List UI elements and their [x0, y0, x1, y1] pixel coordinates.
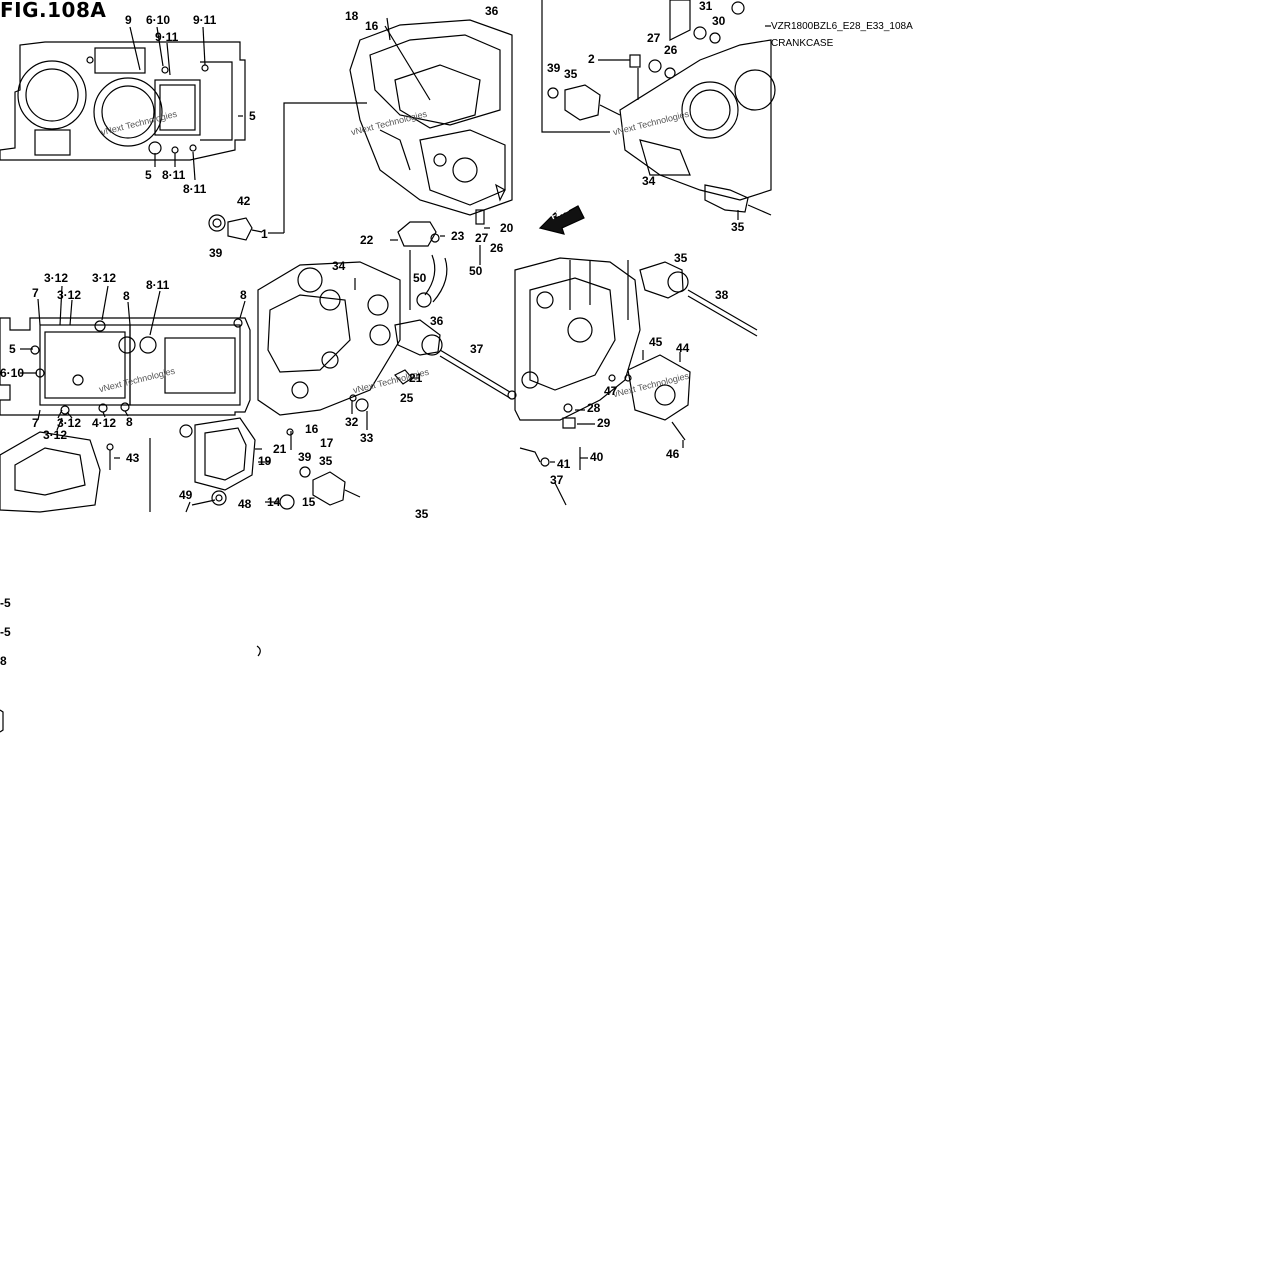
callout-label: 8: [0, 654, 7, 668]
callout-label: 3·12: [43, 428, 68, 442]
callout-label: 8: [126, 415, 133, 429]
callout-label: 21: [273, 442, 287, 456]
callout-label: 37: [470, 342, 484, 356]
callout-label: 44: [676, 341, 690, 355]
callout-label: 35: [319, 454, 333, 468]
callout-label: 41: [557, 457, 571, 471]
section-name: CRANKCASE: [771, 38, 834, 49]
callout-label: 42: [237, 194, 251, 208]
callout-label: 47: [604, 384, 618, 398]
callout-label: 36: [485, 4, 499, 18]
callout-label: 29: [597, 416, 611, 430]
callout-label: 3·12: [92, 271, 117, 285]
hose-clip-group: [390, 221, 490, 310]
callout-label: 16: [365, 19, 379, 33]
callout-label: 27: [647, 31, 661, 45]
callout-label: 35: [731, 220, 745, 234]
callout-label: 8: [240, 288, 247, 302]
callout-label: 7: [32, 286, 39, 300]
callout-label: 3·12: [57, 288, 82, 302]
callout-label: 3·12: [44, 271, 69, 285]
callout-label: 8·11: [146, 278, 170, 292]
callout-label: 5: [145, 168, 152, 182]
callout-label: 18: [345, 9, 359, 23]
crankcase-cover: [0, 431, 151, 513]
callout-label: 7: [32, 416, 39, 430]
callout-label: 34: [642, 174, 656, 188]
callout-label: 21: [409, 371, 423, 385]
callout-label: -5: [0, 596, 11, 610]
crankcase-half-iso: [349, 17, 513, 225]
cropped-glyphs: [0, 645, 261, 733]
callout-label: 5: [249, 109, 256, 123]
crankcase-bottom-view: [0, 285, 251, 431]
callout-label: 30: [712, 14, 726, 28]
callout-label: 50: [469, 264, 483, 278]
callout-label: 16: [305, 422, 319, 436]
crankcase-right-half: [541, 0, 776, 220]
callout-label: 45: [649, 335, 663, 349]
callout-label: 14: [267, 495, 281, 509]
callout-label: 33: [360, 431, 374, 445]
callout-label: 22: [360, 233, 374, 247]
callout-label: 35: [415, 507, 429, 521]
callout-label: 28: [587, 401, 601, 415]
callout-label: 39: [298, 450, 312, 464]
callout-label: 46: [666, 447, 680, 461]
callout-label: 15: [302, 495, 316, 509]
callout-label: 17: [320, 436, 334, 450]
callout-label: 50: [413, 271, 427, 285]
callout-label: 32: [345, 415, 359, 429]
crankcase-top-view: [0, 26, 246, 181]
callout-label: -5: [0, 625, 11, 639]
callout-label: 49: [179, 488, 193, 502]
oil-pump-part-left: [208, 102, 367, 241]
callout-label: 35: [564, 67, 578, 81]
callout-label: 39: [547, 61, 561, 75]
callout-label: 38: [715, 288, 729, 302]
callout-label: 9·11: [155, 30, 179, 44]
callout-label: 48: [238, 497, 252, 511]
callout-label: 9·11: [193, 13, 217, 27]
callout-label: 8·11: [162, 168, 186, 182]
figure-title: FIG.108A: [0, 0, 107, 22]
callout-label: 6·10: [0, 366, 25, 380]
callout-label: 40: [590, 450, 604, 464]
callout-label: 39: [209, 246, 223, 260]
callout-label: 8·11: [183, 182, 207, 196]
callout-label: 19: [258, 454, 272, 468]
callout-label: 26: [490, 241, 504, 255]
callout-label: 26: [664, 43, 678, 57]
callout-label: 35: [674, 251, 688, 265]
callout-label: 31: [699, 0, 713, 13]
callout-label: 4·12: [92, 416, 117, 430]
callout-label: 5: [9, 342, 16, 356]
callout-label: 36: [430, 314, 444, 328]
callout-label: 2: [588, 52, 595, 66]
callout-label: 9: [125, 13, 132, 27]
callout-label: 23: [451, 229, 465, 243]
callout-label: 25: [400, 391, 414, 405]
callout-label: 27: [475, 231, 489, 245]
fwd-arrow-icon: [538, 205, 585, 235]
callout-label: 8: [123, 289, 130, 303]
callout-label: 34: [332, 259, 346, 273]
callout-label: 6·10: [146, 13, 171, 27]
callout-label: 37: [550, 473, 564, 487]
crankcase-side-view: [514, 257, 758, 506]
figure-code: VZR1800BZL6_E28_E33_108A: [771, 21, 913, 32]
transmission-case: [257, 261, 517, 430]
oil-cover-group: [179, 417, 361, 513]
callout-label: 3·12: [57, 416, 82, 430]
callout-label: 43: [126, 451, 140, 465]
callout-label: 1: [261, 227, 268, 241]
callout-label: 20: [500, 221, 514, 235]
